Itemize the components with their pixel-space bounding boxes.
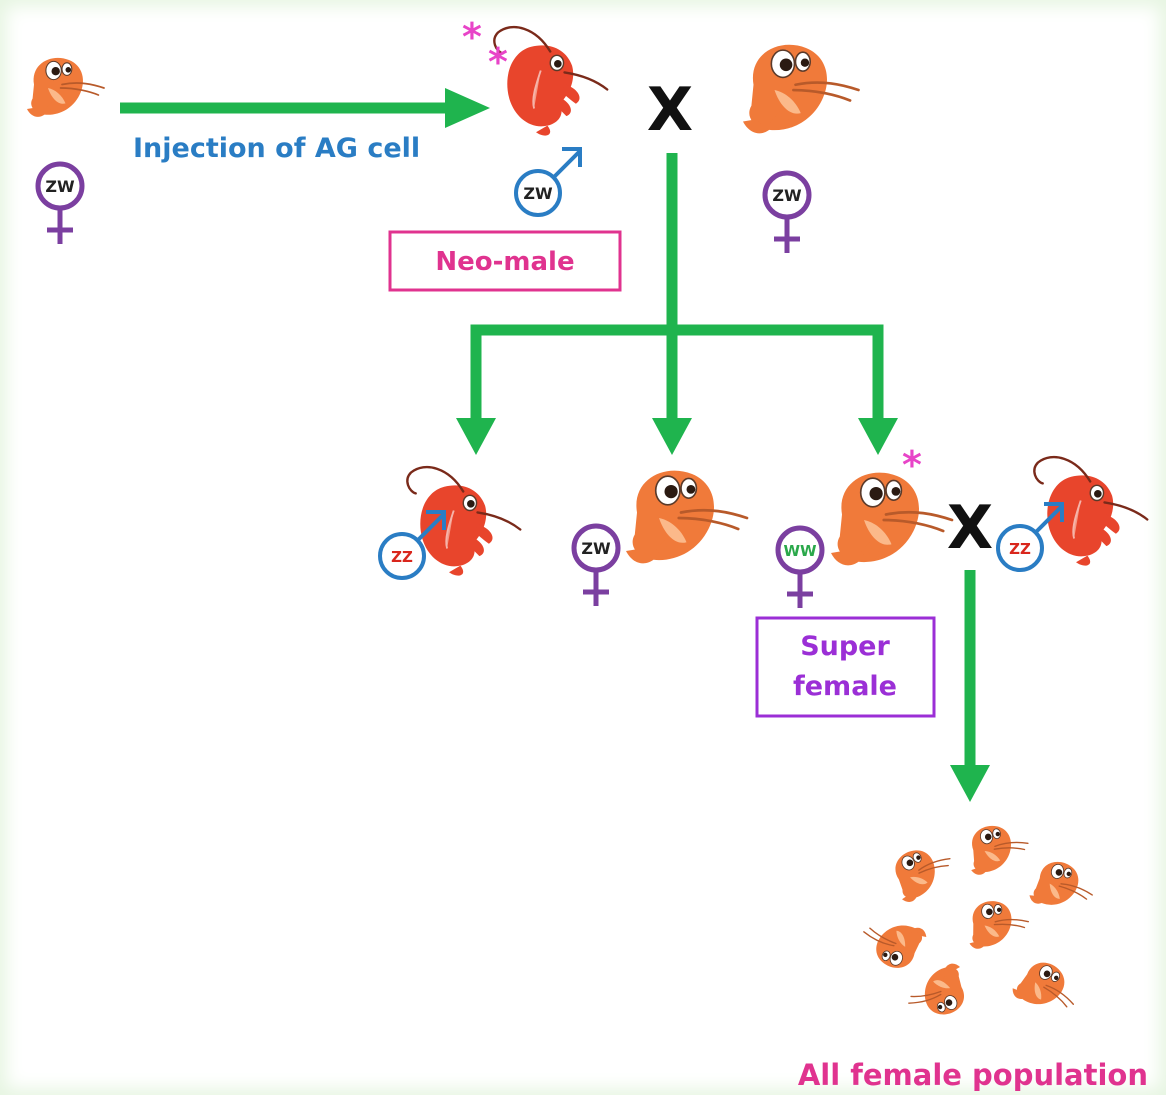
female-symbol-icon: WW (778, 528, 822, 608)
male-symbol-icon: ZZ (996, 502, 1064, 572)
offspring-female-shrimp-icon (624, 469, 749, 565)
asterisk-mark: * (488, 40, 508, 84)
super-female-box (755, 616, 936, 718)
mate-female-shrimp-icon (741, 43, 860, 135)
injection-label: Injection of AG cell (133, 133, 420, 164)
genotype-label: ZW (523, 184, 553, 203)
injection-arrow-icon (120, 88, 490, 128)
cross-symbol: X (647, 75, 693, 145)
cross-male-shrimp-icon (1033, 455, 1149, 567)
male-symbol-icon: ZW (514, 147, 582, 217)
genotype-label: ZW (581, 539, 611, 558)
neo-male-box (388, 230, 622, 292)
original-female-shrimp-icon (26, 56, 105, 118)
female-symbol-icon: ZW (574, 526, 618, 606)
all-female-population-label: All female population (798, 1058, 1148, 1092)
asterisk-mark: * (902, 443, 922, 487)
asterisk-mark: * (462, 15, 482, 59)
genotype-label: ZW (45, 177, 75, 196)
genotype-label: WW (783, 542, 817, 560)
male-symbol-icon: ZZ (378, 510, 446, 580)
branch-arrows-icon (456, 153, 898, 455)
female-symbol-icon: ZW (765, 173, 809, 253)
super-female-shrimp-icon (829, 471, 954, 567)
genotype-label: ZZ (391, 548, 413, 566)
super-female-label-line1: Super (800, 631, 890, 662)
neo-male-label: Neo-male (435, 247, 574, 277)
population-arrow-icon (950, 570, 990, 802)
cross-symbol: X (947, 493, 993, 563)
super-female-label-line2: female (793, 671, 897, 702)
neo-male-shrimp-icon (493, 25, 609, 137)
genotype-label: ZZ (1009, 540, 1031, 558)
genotype-label: ZW (772, 186, 802, 205)
female-population-cluster-icon (855, 819, 1100, 1027)
female-symbol-icon: ZW (38, 164, 82, 244)
